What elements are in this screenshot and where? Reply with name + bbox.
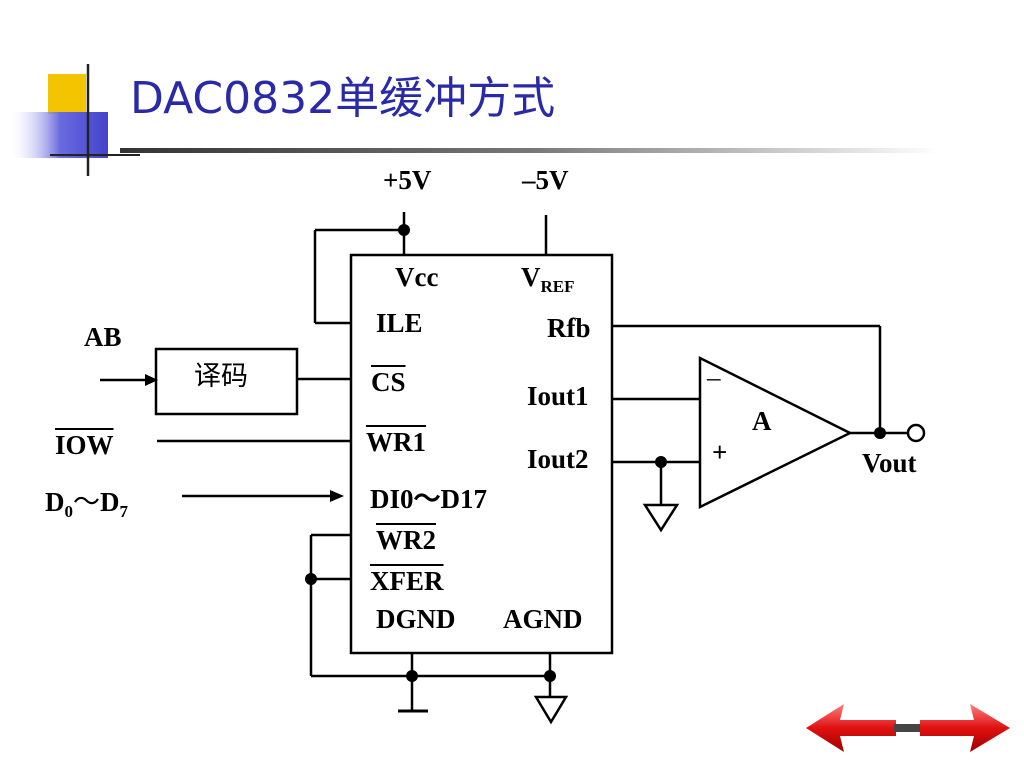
pin-di: DI0～D17 (370, 477, 487, 516)
slide-title: DAC0832单缓冲方式 (130, 73, 556, 124)
nav-separator (888, 702, 928, 754)
decoder-box (154, 347, 299, 416)
pin-vref-sub: REF (540, 277, 575, 296)
junction-dot (305, 573, 317, 585)
pin-wr2: WR2 (376, 525, 436, 555)
pin-vref-v: V (521, 262, 541, 292)
data-sub0: 0 (64, 502, 74, 521)
title-ornament (0, 0, 140, 180)
arrow-right-icon[interactable] (916, 700, 1016, 756)
iow-label: IOW (55, 430, 114, 460)
nav-separator-graphic (894, 724, 922, 732)
vout-label: Vout (862, 448, 917, 478)
agnd-ground-icon (533, 695, 569, 725)
junction-dot (406, 670, 418, 682)
pin-agnd: AGND (503, 604, 583, 634)
opamp-symbol (698, 355, 853, 510)
junction-dot (398, 224, 410, 236)
data-arrow-head (330, 490, 344, 502)
dac-chip-body (349, 253, 614, 655)
opamp-label: A (752, 406, 772, 436)
pin-vref: VREF (521, 262, 575, 297)
data-tilde: ～ (73, 487, 100, 518)
junction-dot (544, 670, 556, 682)
pin-wr1: WR1 (366, 427, 426, 457)
arrow-right-graphic (920, 704, 1010, 752)
pin-dgnd: DGND (376, 604, 456, 634)
supply-neg-label: –5V (522, 165, 569, 195)
junction-dot (874, 427, 886, 439)
ab-bus-label: AB (84, 322, 122, 352)
data-sub7: 7 (119, 502, 129, 521)
data-d-text: D (45, 487, 65, 517)
junction-dot (655, 456, 667, 468)
pin-xfer: XFER (370, 566, 444, 596)
pin-ile: ILE (376, 308, 423, 338)
pin-vcc: Vcc (395, 262, 439, 292)
pin-rfb: Rfb (547, 313, 591, 343)
opamp-plus: + (712, 437, 728, 467)
decoder-label: 译码 (194, 361, 248, 392)
pin-iout2: Iout2 (527, 444, 589, 474)
supply-pos-label: +5V (383, 165, 432, 195)
pin-cs: CS (371, 367, 406, 397)
opamp-minus: – (707, 362, 721, 392)
pin-di-text: DI0～D17 (370, 484, 488, 514)
ab-arrow-head (145, 374, 158, 386)
arrow-left-icon[interactable] (800, 700, 900, 756)
pin-iout1: Iout1 (527, 381, 589, 411)
arrow-left-graphic (806, 704, 896, 752)
title-underline (120, 148, 940, 153)
vout-terminal (906, 423, 926, 443)
opamp-ground-icon (642, 503, 680, 533)
title-ornament-graphic (12, 64, 140, 176)
data-d2-text: D (100, 487, 120, 517)
data-input-label: D0～D7 (45, 480, 128, 522)
